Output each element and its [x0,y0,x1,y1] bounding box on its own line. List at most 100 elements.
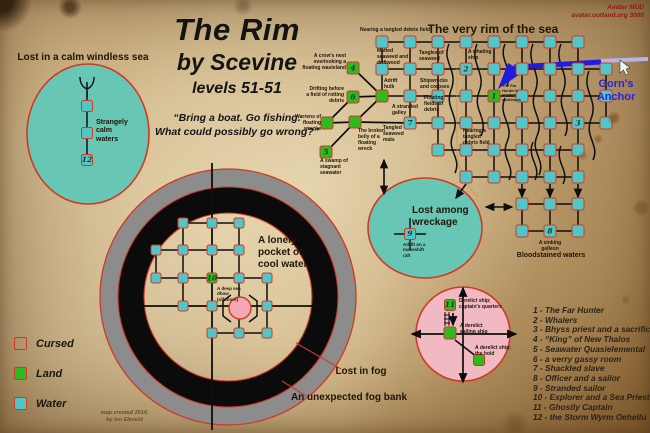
legend-item-land: Land [14,367,74,380]
rim-node [515,35,529,49]
anchor-icon [79,76,95,97]
rim-label: Drifting before a field of rotting debri… [306,86,344,104]
wreckage-region [367,177,483,279]
rim-node [431,62,445,76]
node-number: 2 [463,64,469,74]
mud-name: Avatar MUD [607,4,644,11]
rim-node [571,35,585,49]
rim-node [487,35,501,49]
legend-item-water: Water [14,397,74,410]
key-item: 8 - Officer and a sailor [533,372,620,383]
rim-node [599,116,613,130]
key-item: 1 - The Far Hunter [533,305,604,315]
fog-leader-lines [281,342,342,397]
rim-currents [446,43,596,185]
rim-node [320,116,334,130]
windless_sea-node [81,100,93,112]
pocket-node [261,272,273,284]
legend-label: Water [36,397,67,410]
rim-label: Tangles of seaweed [419,50,444,62]
legend-swatch-water [14,397,27,410]
derelict-node [443,326,457,340]
rim-node [375,35,389,49]
node-number: 9 [407,229,413,239]
rim-node [515,89,529,103]
credit-line1: map created 2014, [100,410,149,416]
rim-node [543,143,557,157]
map-quote-line2: What could possibly go wrong?” [155,126,319,139]
fog_ring-label: An unexpected fog bank [290,392,408,403]
rim-label: Gorn's Anchor [596,78,636,103]
map-name: The Rim [174,12,300,47]
rim-node [487,116,501,130]
key-item: 9 - Stranded sailor [533,382,606,393]
derelict-node: 11 [444,299,456,311]
rim-node: 4 [346,61,360,75]
rim-label: The broken belly of a floating wreck [358,128,385,152]
rim-label: A whaling ship [468,49,492,61]
rim-node [571,197,585,211]
rim-node [599,62,613,76]
rim-node [543,197,557,211]
legend-item-cursed: Cursed [14,337,74,350]
rim-label: A sinking galleon [538,240,562,252]
rim-node [431,116,445,130]
rim-label: Nearing a tangled debris field [463,128,490,146]
rim-node [487,62,501,76]
rim-label: The very rim of the sea [427,22,559,36]
key-item: 3 - Bhyss priest and a sacrifice [533,324,650,335]
wreckage-label: Adrift on a makeshift raft [403,242,426,258]
key-item: 11 - Ghostly Captain [533,402,613,413]
pocket-node [233,244,245,256]
rim-node [459,143,473,157]
pocket-node [233,217,245,229]
pocket-node [150,244,162,256]
rim-node [515,170,529,184]
rim-label: Matted seaweed and driftwood [377,48,409,66]
rim-node [348,115,362,129]
derelict-label: A derelict sailing ship [460,323,488,335]
node-number: 4 [350,63,356,73]
wreckage-node: 9 [404,228,416,240]
wreckage-label: Lost among wreckage [412,205,469,228]
node-number: 1 [491,91,497,101]
map-quote-line1: “Bring a boat. Go fishing. [173,112,301,124]
rim-node [543,170,557,184]
legend-label: Land [36,367,63,380]
pocket-node [150,272,162,284]
key-item: 5 - Seawater Quasielemental [533,343,646,354]
rim-node [431,35,445,49]
rim-node [543,116,557,130]
rim-node [459,170,473,184]
rim-node [571,143,585,157]
derelict-node [473,354,485,366]
pocket-node [233,272,245,284]
node-number: 6 [350,92,356,102]
whirlpool [228,296,252,320]
rim-node: 5 [319,145,333,159]
key-item: 6 - a verry gassy room [533,353,622,364]
credit-line2: by Ivo Eleveld [106,417,143,424]
rim-node [515,224,529,238]
rim-node: 8 [543,224,557,238]
rim-node [403,89,417,103]
rim-label: Adrift hulk [384,78,398,90]
windless_sea-label: Strangely calm waters [96,119,128,143]
rim-node [459,116,473,130]
pocket-node: 10 [206,272,218,284]
key-item: 10 - Explorer and a Sea Priestess [533,392,650,403]
rim-label: Nearing a tangled debris field [359,27,431,33]
node-number: 8 [547,226,553,236]
derelict-label: Derelict ship; captain's quarters [459,298,502,310]
rim-node [459,35,473,49]
rim-node: 6 [346,90,360,104]
windless_sea-node: 12 [81,154,93,166]
rim-node [431,143,445,157]
mud-address: avatar.outland.org 3000 [571,12,644,20]
rim-node [571,62,585,76]
pocket-node [261,327,273,339]
node-number: 11 [444,300,456,310]
legend-label: Cursed [36,337,74,350]
map-title: The Rim by Scevine levels 51-51 “Bring a… [128,12,346,139]
